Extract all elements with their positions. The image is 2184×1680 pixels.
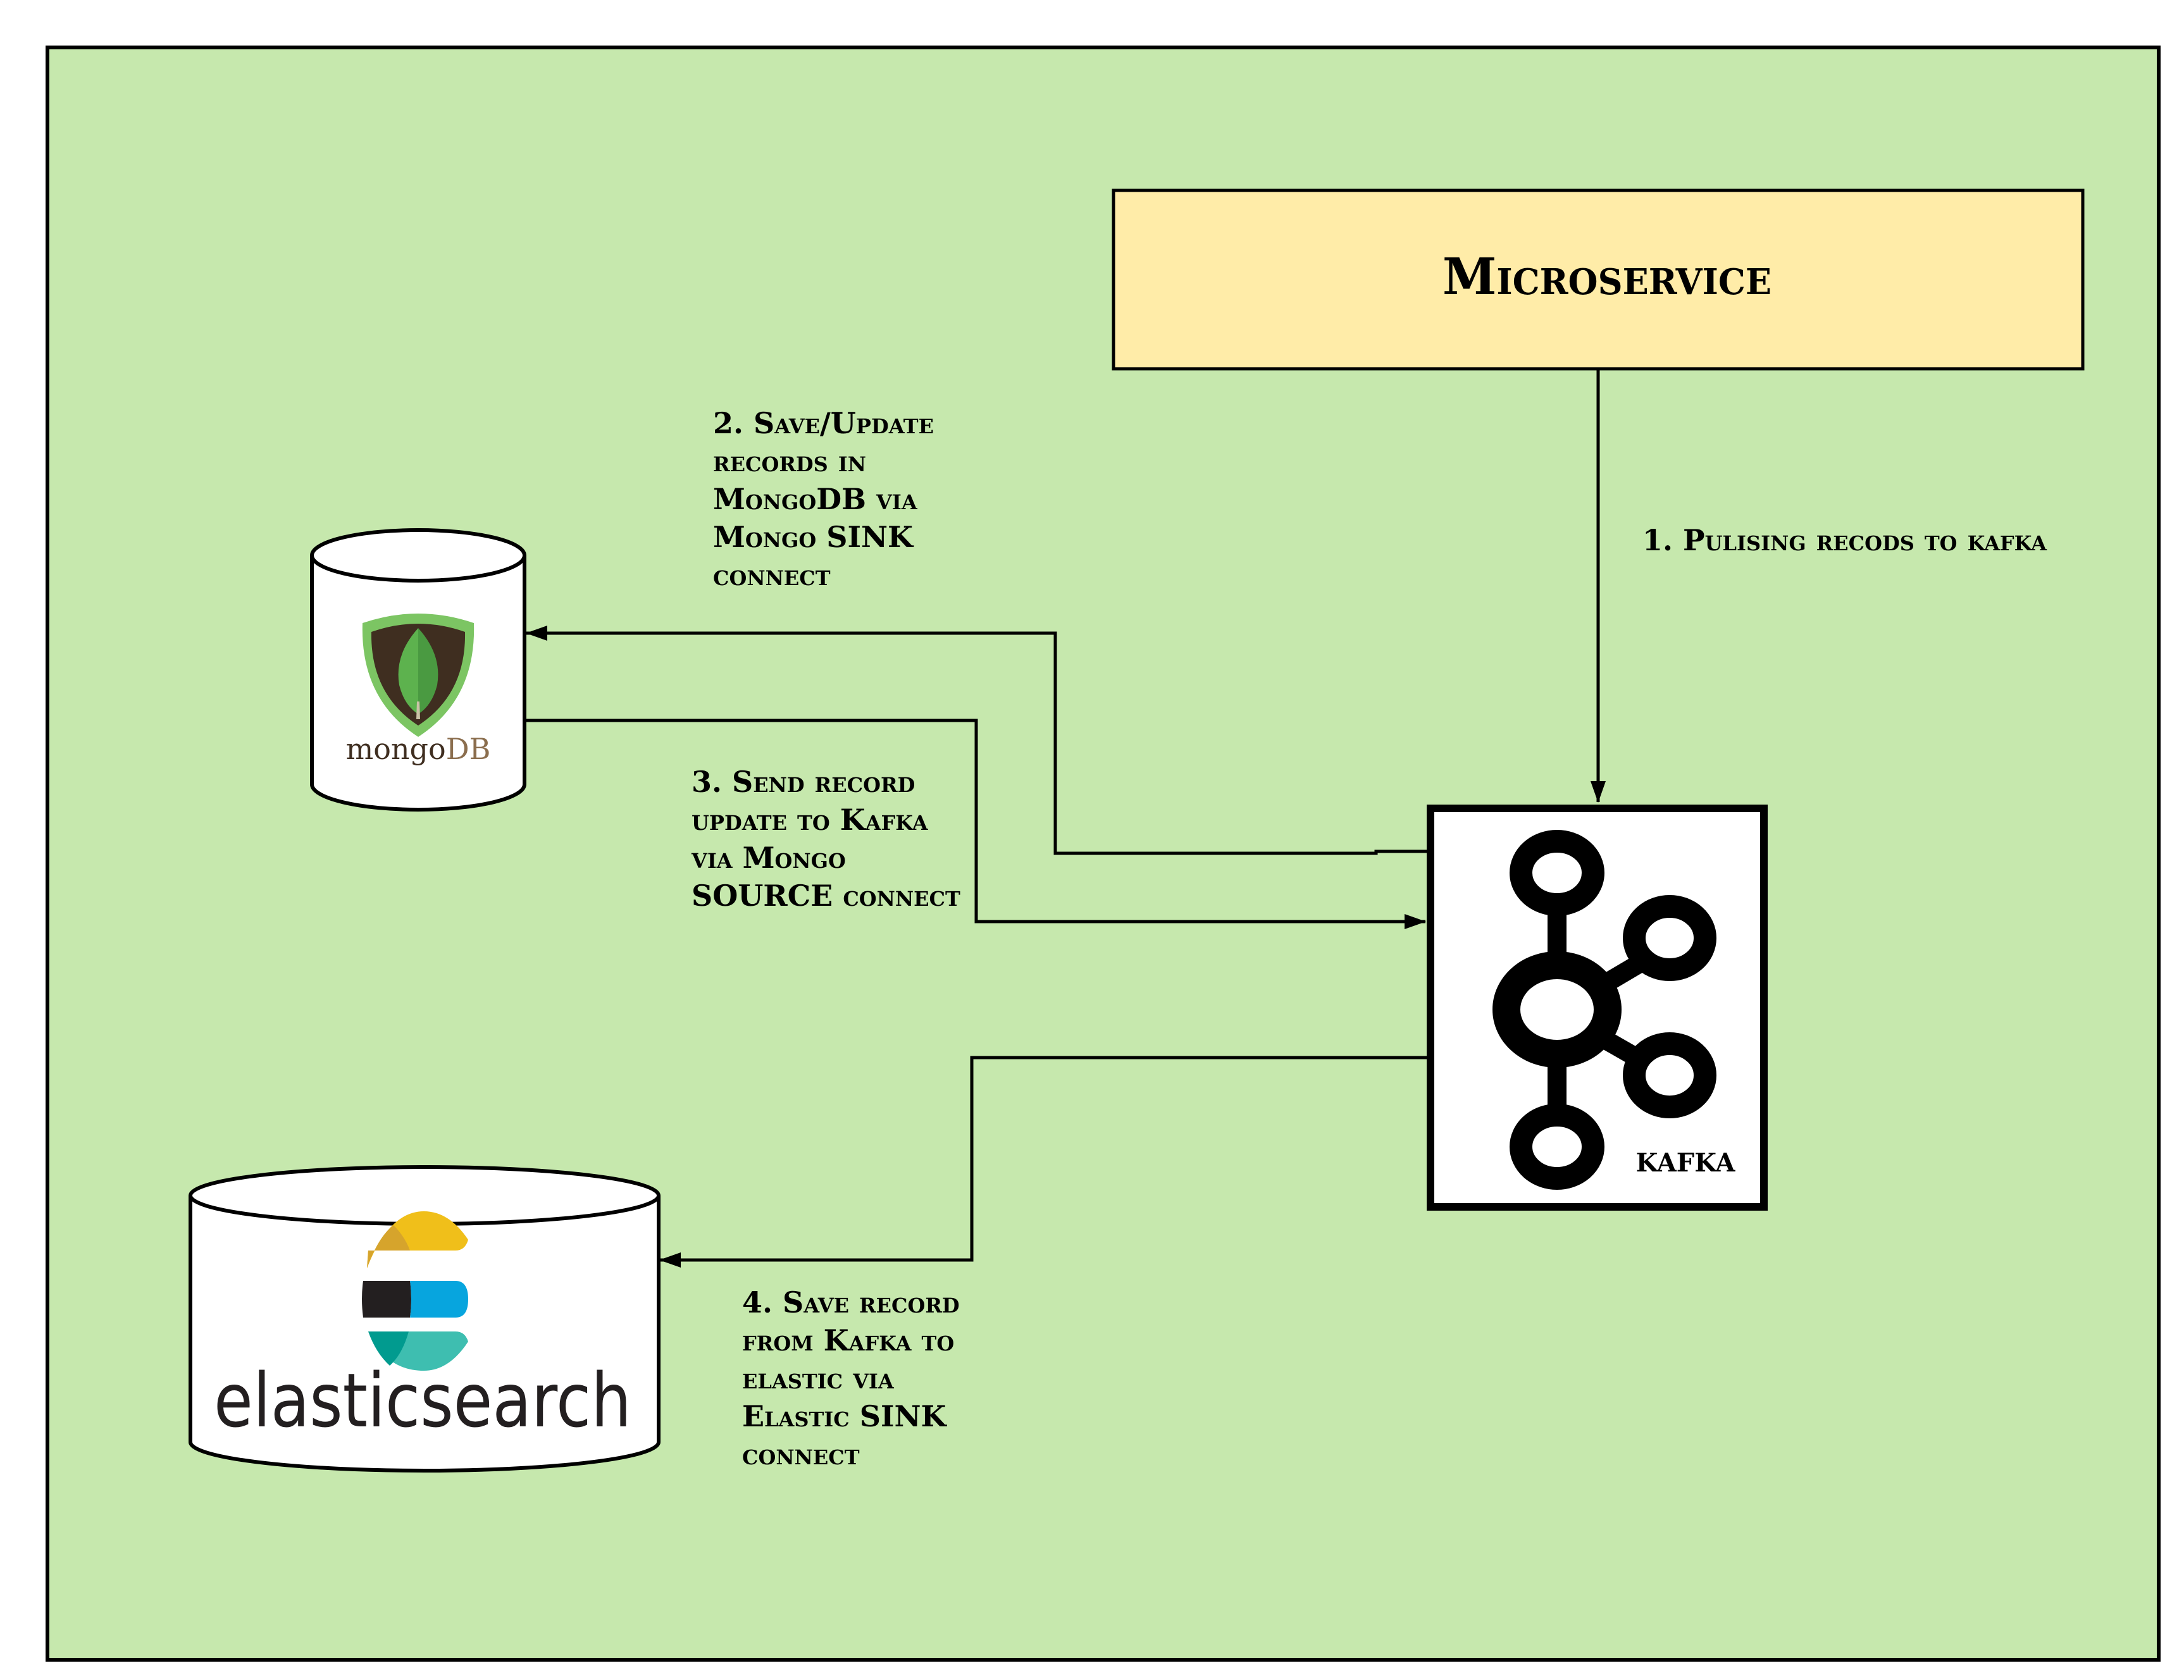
step4-label-line: from Kafka to <box>742 1323 954 1357</box>
microservice-label: Microservice <box>1443 247 1771 306</box>
microservice-node[interactable]: Microservice <box>1112 188 2085 371</box>
step2-label-line: 2. Save/Update <box>713 406 934 440</box>
connector-step4 <box>659 1056 1427 1268</box>
mongodb-cylinder-top <box>310 528 526 583</box>
connector-step2 <box>526 626 1427 855</box>
step2-label-line: MongoDB via <box>713 482 918 516</box>
step1-label-line: 1. Pulising recods to kafka <box>1642 523 2047 557</box>
step3-label-line: via Mongo <box>691 841 846 875</box>
step1-label: 1. Pulising recods to kafka <box>1642 523 2047 557</box>
elasticsearch-logo-icon <box>362 1211 468 1371</box>
elasticsearch-wordmark: elasticsearch <box>214 1357 631 1444</box>
mongodb-node[interactable]: mongoDB <box>310 528 526 812</box>
step3-label-line: 3. Send record <box>692 765 915 799</box>
connector-step3 <box>526 719 1426 929</box>
step2-label-line: Mongo SINK <box>713 520 914 554</box>
elasticsearch-node[interactable]: elasticsearch <box>189 1165 661 1473</box>
step4-label-line: 4. Save record <box>742 1285 960 1319</box>
step3-label-line: update to Kafka <box>692 803 929 837</box>
microservice-box <box>1112 188 2085 371</box>
step3-label-line: SOURCE connect <box>692 879 960 913</box>
step2-label-line: records in <box>713 444 866 478</box>
kafka-logo-icon <box>1492 830 1716 1190</box>
kafka-node[interactable]: KAFKA <box>1427 805 1768 1211</box>
kafka-label: KAFKA <box>1636 1148 1736 1178</box>
step4-label-line: connect <box>742 1437 860 1471</box>
mongodb-wordmark: mongoDB <box>346 732 491 766</box>
step4-label-line: elastic via <box>742 1361 895 1395</box>
step2-label-line: connect <box>713 558 831 592</box>
mongodb-leaf-icon <box>362 614 475 737</box>
step4-label-line: Elastic SINK <box>742 1399 948 1433</box>
